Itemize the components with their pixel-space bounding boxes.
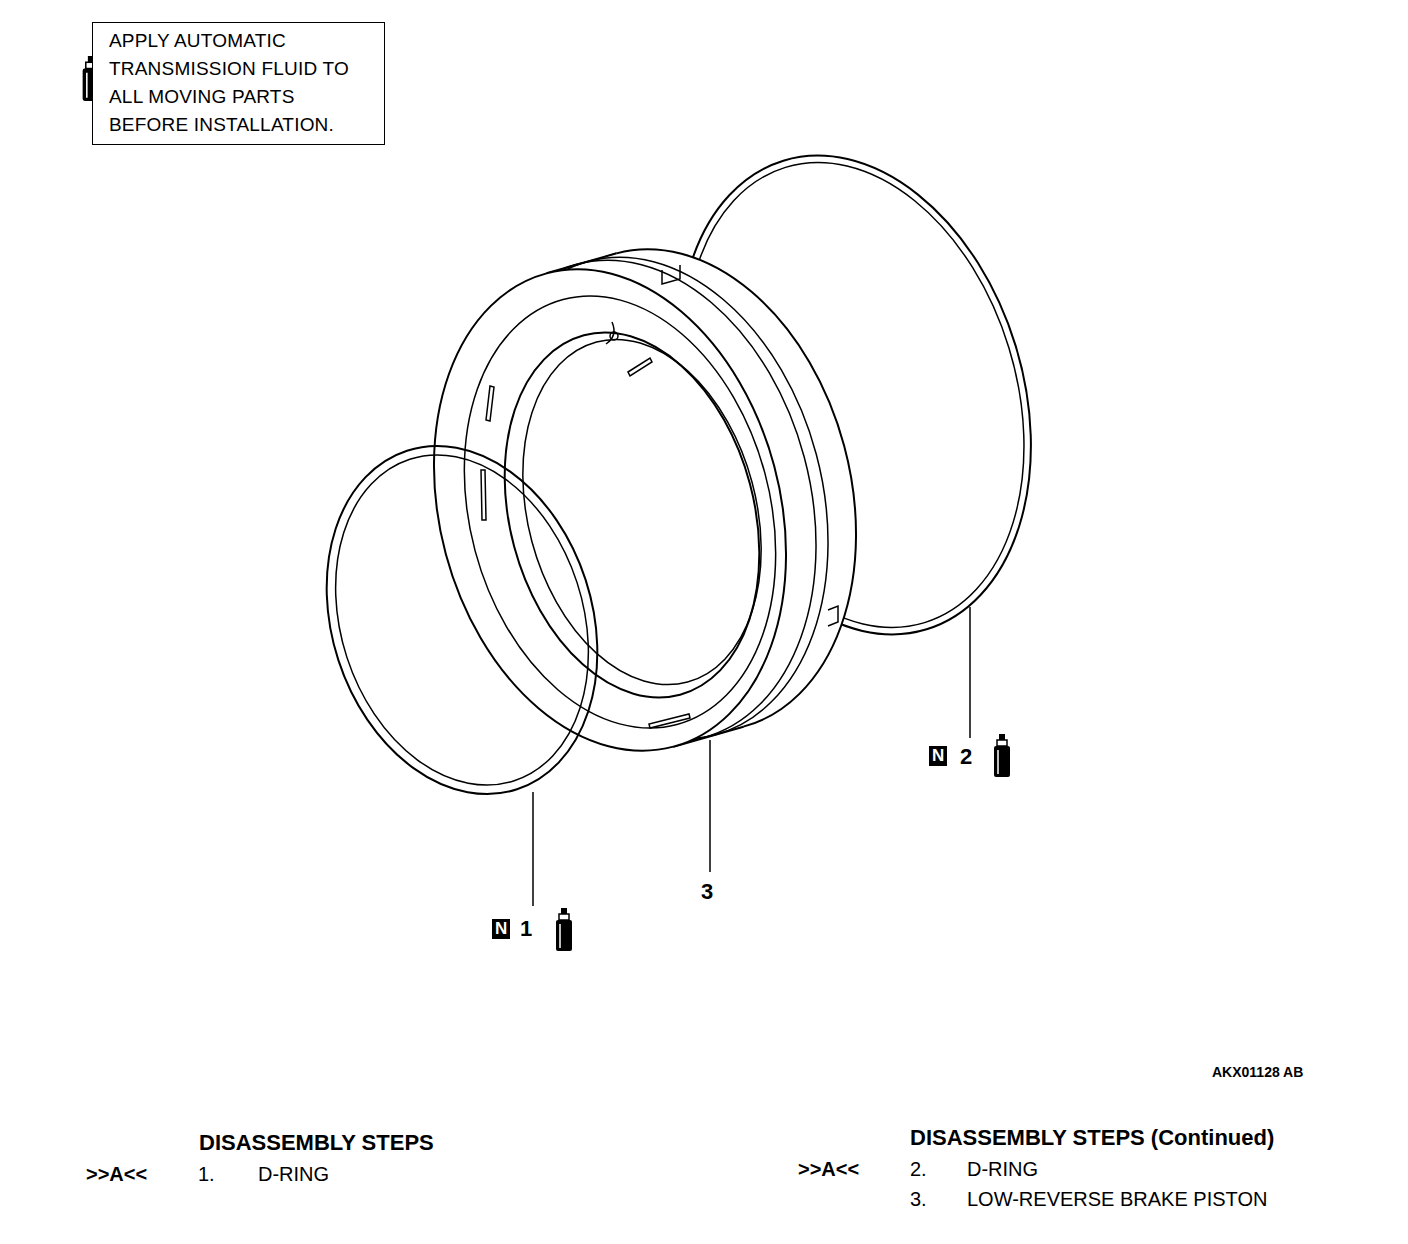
steps-heading: DISASSEMBLY STEPS xyxy=(199,1130,434,1155)
figure-code: AKX01128 AB xyxy=(1212,1064,1303,1080)
step-number: 2. xyxy=(910,1158,927,1181)
fluid-icon xyxy=(994,734,1010,777)
step-number: 3. xyxy=(910,1188,927,1211)
steps-heading: DISASSEMBLY STEPS (Continued) xyxy=(910,1125,1274,1150)
callout-number: 2 xyxy=(960,744,972,769)
new-part-mark: N xyxy=(929,746,947,766)
service-point-mark: >>A<< xyxy=(798,1158,859,1181)
d-ring xyxy=(283,411,640,830)
brake-piston xyxy=(382,209,907,790)
note-text: APPLY AUTOMATIC TRANSMISSION FLUID TO AL… xyxy=(109,27,373,139)
step-number: 1. xyxy=(198,1163,215,1186)
leader-line xyxy=(532,792,534,906)
leader-line xyxy=(969,607,971,738)
service-point-mark: >>A<< xyxy=(86,1163,147,1186)
new-part-mark: N xyxy=(492,919,510,939)
leader-line xyxy=(709,740,711,872)
callout-number: 3 xyxy=(701,879,713,904)
part-name: D-RING xyxy=(967,1158,1038,1181)
part-name: D-RING xyxy=(258,1163,329,1186)
fluid-icon xyxy=(556,908,572,951)
part-name: LOW-REVERSE BRAKE PISTON xyxy=(967,1188,1267,1211)
note-box: APPLY AUTOMATIC TRANSMISSION FLUID TO AL… xyxy=(92,22,385,145)
callout-number: 1 xyxy=(520,916,532,941)
